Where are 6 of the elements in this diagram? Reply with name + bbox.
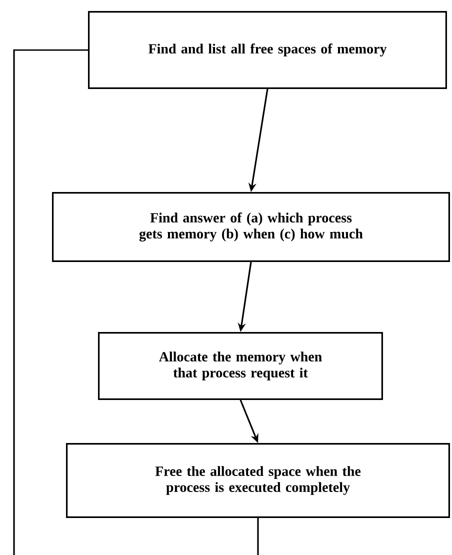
process-box: Find and list all free spaces of memory: [88, 11, 447, 89]
process-box: Find answer of (a) which process gets memory (b) when (c) how much: [52, 192, 450, 262]
process-box: Allocate the memory when that process request it: [98, 332, 383, 400]
connector: [257, 518, 259, 555]
process-box: Free the allocated space when the process is executed completely: [66, 443, 450, 518]
connector: [13, 49, 88, 555]
